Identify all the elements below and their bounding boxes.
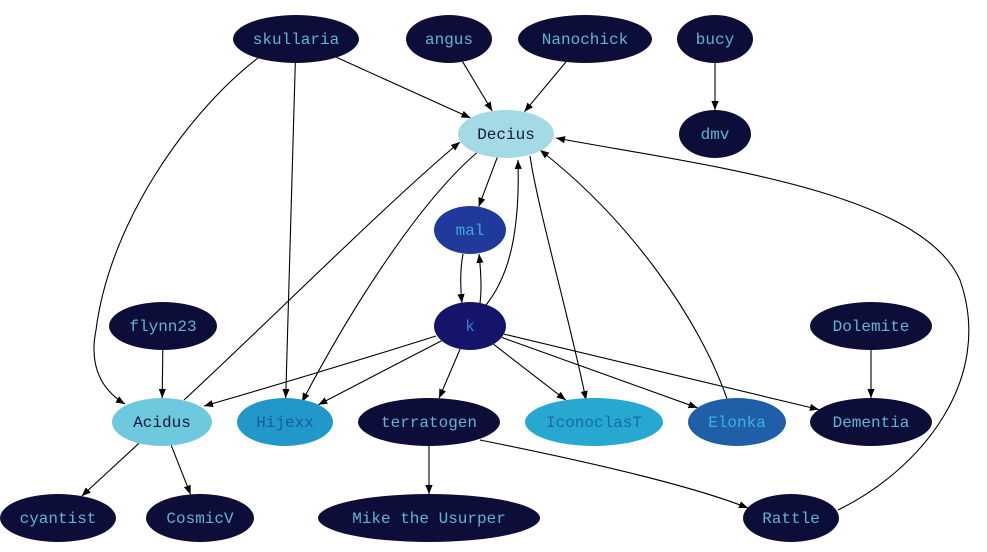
edge-acidus-to-cosmicv [170,445,192,495]
edge-flynn23-to-acidus [158,349,166,399]
node-label-dmv: dmv [701,126,730,144]
node-bucy[interactable]: bucy [677,15,753,63]
node-label-flynn23: flynn23 [129,318,196,336]
node-label-acidus: Acidus [133,414,191,432]
node-shape-flynn23 [109,302,217,350]
node-shape-mike [318,494,540,542]
edge-angus-to-decius [462,61,493,112]
edge-elonka-to-decius [539,149,728,400]
edge-k-to-acidus [203,335,437,407]
node-shape-cyantist [0,494,116,542]
node-label-cyantist: cyantist [20,510,97,528]
edge-k-to-iconoclast [493,343,567,401]
node-dmv[interactable]: dmv [679,110,751,158]
node-shape-terratogen [358,398,500,446]
edge-acidus-to-decius [183,141,461,401]
node-elonka[interactable]: Elonka [688,398,786,446]
node-decius[interactable]: Decius [458,110,554,158]
node-shape-angus [406,15,492,63]
edge-skullaria-to-decius [336,56,471,119]
node-shape-decius [458,110,554,158]
node-shape-nanochick [518,15,652,63]
edge-k-to-terratogen [438,348,461,399]
node-label-iconoclast: IconoclasT [546,414,642,432]
node-label-skullaria: skullaria [253,31,340,49]
node-label-rattle: Rattle [762,510,820,528]
edge-skullaria-to-hijexx [282,62,296,399]
node-shape-dementia [810,398,932,446]
node-cosmicv[interactable]: CosmicV [146,494,254,542]
node-label-dolemite: Dolemite [833,318,910,336]
node-label-terratogen: terratogen [381,414,477,432]
node-mike[interactable]: Mike the Usurper [318,494,540,542]
node-shape-dolemite [810,302,932,350]
node-label-mal: mal [456,222,485,240]
node-shape-hijexx [237,398,333,446]
edge-k-to-dementia [503,333,820,411]
edge-decius-to-hijexx [301,149,481,403]
node-label-elonka: Elonka [708,414,766,432]
node-label-angus: angus [425,31,473,49]
edge-terratogen-to-rattle [479,439,749,509]
node-nanochick[interactable]: Nanochick [518,15,652,63]
edge-skullaria-to-acidus [93,57,259,405]
node-dolemite[interactable]: Dolemite [810,302,932,350]
node-shape-bucy [677,15,753,63]
node-label-nanochick: Nanochick [542,31,628,49]
node-shape-elonka [688,398,786,446]
node-shape-k [434,302,506,350]
node-mal[interactable]: mal [434,206,506,254]
node-acidus[interactable]: Acidus [112,398,212,446]
node-rattle[interactable]: Rattle [743,494,839,542]
edge-k-to-hijexx [318,340,442,406]
edge-mal-to-k [457,253,465,304]
node-shape-skullaria [233,15,359,63]
node-terratogen[interactable]: terratogen [358,398,500,446]
node-hijexx[interactable]: Hijexx [237,398,333,446]
node-label-decius: Decius [477,126,535,144]
node-flynn23[interactable]: flynn23 [109,302,217,350]
node-shape-dmv [679,110,751,158]
node-label-mike: Mike the Usurper [352,510,506,528]
node-shape-mal [434,206,506,254]
node-shape-cosmicv [146,494,254,542]
node-shape-rattle [743,494,839,542]
node-k[interactable]: k [434,302,506,350]
node-label-bucy: bucy [696,31,735,49]
edge-k-to-decius [485,159,522,306]
node-skullaria[interactable]: skullaria [233,15,359,63]
edge-nanochick-to-decius [523,61,567,113]
edge-k-to-mal [476,253,484,304]
node-label-cosmicv: CosmicV [166,510,234,528]
node-shape-acidus [112,398,212,446]
edge-rattle-to-decius [555,136,970,511]
node-dementia[interactable]: Dementia [810,398,932,446]
node-label-hijexx: Hijexx [256,414,314,432]
edge-decius-to-iconoclast [529,155,588,401]
edge-k-to-elonka [501,336,698,409]
node-label-dementia: Dementia [833,414,910,432]
node-iconoclast[interactable]: IconoclasT [525,398,663,446]
node-shape-iconoclast [525,398,663,446]
edges-layer [81,56,970,511]
node-angus[interactable]: angus [406,15,492,63]
node-cyantist[interactable]: cyantist [0,494,116,542]
edge-acidus-to-cyantist [81,442,140,497]
edge-decius-to-mal [478,157,498,207]
node-label-k: k [465,318,475,336]
